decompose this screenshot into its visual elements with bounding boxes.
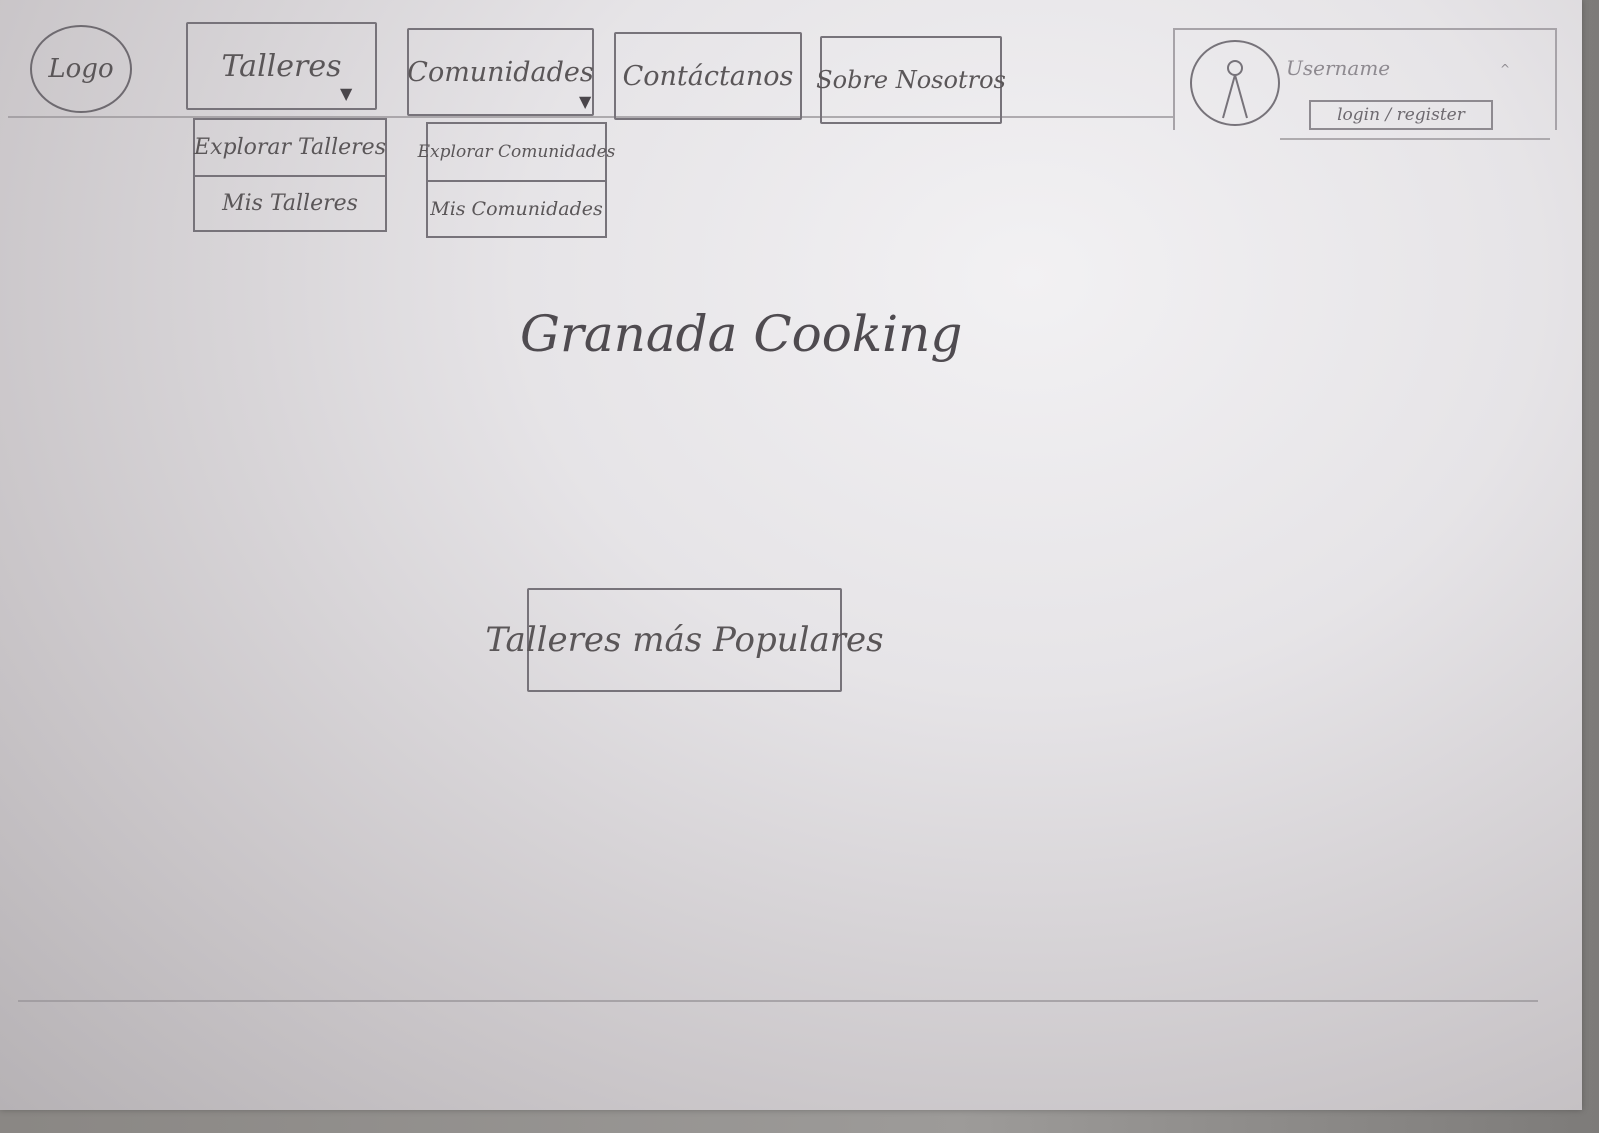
username-label: Username [1286,56,1391,80]
menu-item-explorar-comunidades[interactable]: Explorar Comunidades [417,142,616,162]
nav-talleres-label: Talleres [221,48,342,84]
nav-comunidades[interactable]: Comunidades ▼ [407,28,594,116]
nav-contactanos[interactable]: Contáctanos [614,32,802,120]
chevron-down-icon: ▼ [579,92,592,111]
user-icon [1222,60,1248,119]
menu-item-mis-talleres[interactable]: Mis Talleres [195,175,385,230]
nav-sobre-nosotros-label: Sobre Nosotros [816,66,1006,94]
login-register-button[interactable]: login / register [1309,100,1493,130]
page-title: Granada Cooking [520,305,963,363]
nav-contactanos-label: Contáctanos [622,60,794,92]
nav-comunidades-label: Comunidades [407,56,594,88]
popular-workshops-button[interactable]: Talleres más Populares [485,588,884,692]
popular-workshops-label: Talleres más Populares [485,620,884,660]
talleres-dropdown: Explorar Talleres Mis Talleres [193,118,387,232]
chevron-down-icon: ▼ [340,84,353,103]
logo[interactable]: Logo [30,25,132,113]
menu-item-mis-comunidades[interactable]: Mis Comunidades [428,180,605,236]
avatar[interactable] [1190,40,1280,126]
menu-item-explorar-talleres[interactable]: Explorar Talleres [194,135,386,160]
header-divider-right [1280,138,1550,140]
sketch-paper: Logo Talleres ▼ Explorar Talleres Mis Ta… [0,0,1582,1110]
user-area [1173,28,1557,130]
nav-sobre-nosotros[interactable]: Sobre Nosotros [816,36,1006,124]
logo-label: Logo [48,54,114,84]
comunidades-dropdown: Explorar Comunidades Mis Comunidades [417,122,616,238]
header-divider [8,116,1173,118]
caret-up-icon: ^ [1500,62,1511,76]
footer-divider [18,1000,1538,1002]
nav-talleres[interactable]: Talleres ▼ [186,22,377,110]
